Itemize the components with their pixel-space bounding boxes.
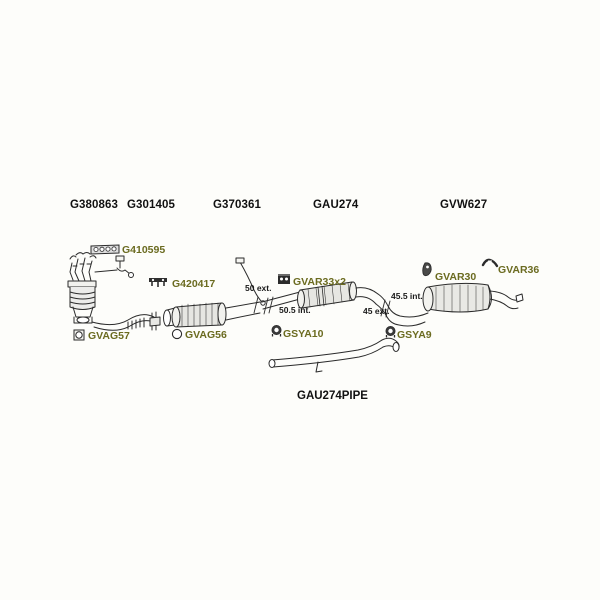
part-label-g420417: G420417 [172, 278, 216, 290]
dimension-50-ext: 50 ext. [245, 283, 272, 293]
gau274pipe-art [268, 337, 400, 373]
part-label-gvar36: GVAR36 [498, 264, 540, 276]
exhaust-manifold-art [67, 252, 97, 324]
header-g301405: G301405 [127, 199, 176, 211]
dimension-45-ext: 45 ext. [363, 306, 390, 316]
u-bolt-clamp-icon [384, 325, 397, 338]
header-gau274: GAU274 [313, 199, 359, 211]
dimension-50_5-int: 50.5 int. [279, 305, 311, 315]
centre-silencer-art [297, 281, 379, 309]
oxygen-sensor-art [94, 255, 134, 278]
part-label-gsya10: GSYA10 [283, 328, 324, 340]
sensor-lead-art [235, 257, 266, 306]
header-g380863: G380863 [70, 199, 119, 211]
clamp-bracket-icon [148, 277, 168, 288]
part-label-gvar33x2: GVAR33x2 [293, 276, 346, 288]
rear-connecting-pipe-art [375, 293, 429, 327]
hanger-hook-icon [481, 258, 499, 268]
square-gasket-icon [73, 329, 85, 341]
header-gvw627: GVW627 [440, 199, 488, 211]
header-g370361: G370361 [213, 199, 262, 211]
part-label-g410595: G410595 [122, 244, 166, 256]
u-bolt-clamp-icon [270, 324, 283, 337]
front-pipe-connector-art [163, 307, 176, 327]
front-silencer-art [171, 301, 261, 328]
rubber-mount-icon [277, 274, 291, 286]
hanger-bracket-icon [422, 262, 434, 277]
ring-gasket-icon [171, 328, 183, 340]
part-label-gsya9: GSYA9 [397, 329, 432, 341]
footer-label-gau274pipe: GAU274PIPE [297, 390, 368, 402]
part-label-gvag56: GVAG56 [185, 329, 227, 341]
rear-silencer-art [422, 282, 524, 313]
part-label-gvag57: GVAG57 [88, 330, 130, 342]
manifold-gasket-icon [90, 243, 120, 255]
mid-pipe-art [253, 291, 301, 315]
dimension-45_5-int: 45.5 int. [391, 291, 423, 301]
part-label-gvar30: GVAR30 [435, 271, 477, 283]
front-pipe-art [91, 311, 161, 331]
